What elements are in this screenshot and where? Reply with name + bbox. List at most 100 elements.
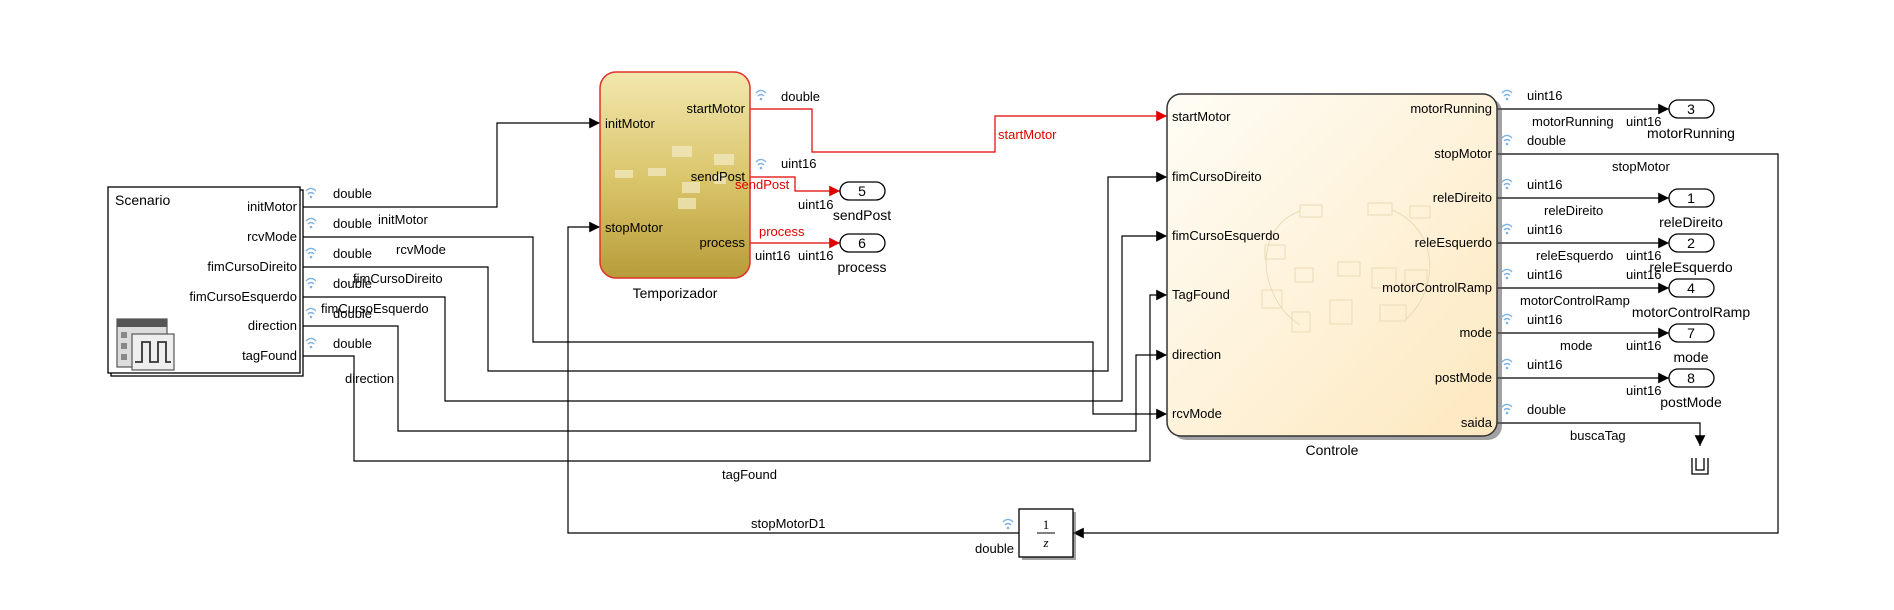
wire-stopmotor[interactable] [1073, 153, 1779, 539]
controle-port-tagfound: TagFound [1172, 287, 1230, 302]
outport-name: postMode [1660, 394, 1722, 410]
signal-label-rcvmode: rcvMode [396, 242, 446, 257]
controle-port-saida: saida [1461, 415, 1493, 430]
signal-label-motorcontrolramp: motorControlRamp [1520, 293, 1630, 308]
unit-delay-block[interactable]: 1 z [1018, 508, 1076, 560]
controle-port-mode: mode [1459, 325, 1492, 340]
wire-direction[interactable] [302, 325, 1167, 432]
outport-reledireito[interactable]: 1 [1668, 188, 1715, 208]
delay-denominator: z [1042, 535, 1048, 550]
temporizador-port-sendpost: sendPost [691, 169, 746, 184]
controle-port-fimcursoesquerdo: fimCursoEsquerdo [1172, 228, 1280, 243]
controle-block[interactable]: startMotor fimCursoDireito fimCursoEsque… [1166, 93, 1502, 440]
outport-number: 5 [858, 183, 866, 199]
temporizador-port-initmotor: initMotor [605, 116, 656, 131]
controle-output-labels: uint16 motorRunning uint16 double stopMo… [1501, 88, 1670, 443]
delay-numerator: 1 [1043, 517, 1050, 532]
type-label: uint16 [1527, 267, 1562, 282]
outport-name: mode [1673, 349, 1708, 365]
wires [302, 103, 1779, 539]
outport-name: sendPost [833, 207, 891, 223]
type-label: double [333, 186, 372, 201]
wire-sendpost[interactable] [750, 176, 840, 197]
outport-number: 7 [1687, 325, 1695, 341]
outport-postmode[interactable]: 8 [1668, 368, 1715, 388]
outport-number: 3 [1687, 101, 1695, 117]
type-label: uint16 [1527, 357, 1562, 372]
type-label: uint16 [798, 248, 833, 263]
type-label: uint16 [1626, 338, 1661, 353]
signal-label-tagfound: tagFound [722, 467, 777, 482]
outport-number: 8 [1687, 370, 1695, 386]
scenario-port-initmotor: initMotor [247, 199, 298, 214]
outport-number: 4 [1687, 280, 1695, 296]
scenario-port-rcvmode: rcvMode [247, 229, 297, 244]
controle-port-motorcontrolramp: motorControlRamp [1382, 280, 1492, 295]
type-label: uint16 [1626, 383, 1661, 398]
type-label: uint16 [1527, 88, 1562, 103]
wire-rcvmode[interactable] [302, 236, 1167, 420]
scenario-port-labels: initMotor rcvMode fimCursoDireito fimCur… [189, 199, 297, 363]
outport-name: process [837, 259, 886, 275]
temporizador-name: Temporizador [633, 285, 718, 301]
outport-releesquerdo[interactable]: 2 [1668, 233, 1715, 253]
signal-label-mode: mode [1560, 338, 1593, 353]
outport-mode[interactable]: 7 [1668, 323, 1715, 343]
outport-motorrunning[interactable]: 3 [1668, 99, 1715, 119]
signal-label-buscatag: buscaTag [1570, 428, 1626, 443]
type-label: double [333, 276, 372, 291]
controle-port-fimcursodireito: fimCursoDireito [1172, 169, 1262, 184]
type-label: uint16 [1527, 177, 1562, 192]
controle-port-direction: direction [1172, 347, 1221, 362]
signal-label-startmotor: startMotor [998, 127, 1057, 142]
scenario-port-fimcursoesquerdo: fimCursoEsquerdo [189, 289, 297, 304]
wire-initmotor[interactable] [302, 117, 600, 208]
wire-startmotor[interactable] [750, 108, 1167, 153]
type-label: uint16 [798, 197, 833, 212]
temporizador-port-process: process [699, 235, 745, 250]
type-label: double [333, 336, 372, 351]
outport-name: motorControlRamp [1632, 304, 1750, 320]
wire-saida[interactable] [1497, 422, 1706, 446]
temporizador-block[interactable]: initMotor stopMotor startMotor sendPost … [599, 71, 751, 279]
signal-label-reledireito: releDireito [1544, 203, 1603, 218]
controle-port-startmotor: startMotor [1172, 109, 1231, 124]
controle-port-rcvmode: rcvMode [1172, 406, 1222, 421]
scenario-port-tagfound: tagFound [242, 348, 297, 363]
type-label: double [1527, 133, 1566, 148]
outport-process[interactable]: 6 [839, 233, 886, 253]
signal-label-direction: direction [345, 371, 394, 386]
scenario-block[interactable]: Scenario initMotor rcvMode fimCursoDirei… [107, 186, 304, 377]
signal-label-fimcursodireito: fimCursoDireito [353, 271, 443, 286]
controle-port-postmode: postMode [1435, 370, 1492, 385]
type-label: uint16 [755, 248, 790, 263]
signal-label-releesquerdo: releEsquerdo [1536, 248, 1613, 263]
type-label: double [975, 541, 1014, 556]
outport-name: releDireito [1659, 214, 1723, 230]
type-label: double [1527, 402, 1566, 417]
type-label: uint16 [1527, 312, 1562, 327]
wire-tagfound[interactable] [302, 289, 1167, 462]
wire-fimcursoesquerdo[interactable] [302, 230, 1167, 402]
type-label: uint16 [1626, 267, 1661, 282]
type-label: double [333, 216, 372, 231]
chart-watermark [1261, 202, 1431, 333]
type-label: double [781, 89, 820, 104]
signal-label-stopmotord1: stopMotorD1 [751, 516, 825, 531]
temporizador-port-stopmotor: stopMotor [605, 220, 663, 235]
temporizador-port-startmotor: startMotor [686, 101, 745, 116]
type-label: double [333, 306, 372, 321]
scenario-port-fimcursodireito: fimCursoDireito [207, 259, 297, 274]
chart-watermark [615, 146, 734, 209]
terminator-block[interactable] [1691, 458, 1709, 475]
temporizador-output-labels: double uint16 sendPost process uint16 ui… [735, 89, 1057, 263]
outport-sendpost[interactable]: 5 [839, 181, 886, 201]
signal-label-motorrunning: motorRunning [1532, 114, 1614, 129]
signal-label-process: process [759, 224, 805, 239]
wire-stopmotord1[interactable] [567, 221, 1019, 534]
scenario-signal-names: initMotor rcvMode fimCursoDireito fimCur… [321, 212, 777, 482]
wire-fimcursodireito[interactable] [302, 171, 1167, 372]
outport-motorcontrolramp[interactable]: 4 [1668, 278, 1715, 298]
type-label: double [333, 246, 372, 261]
scenario-title: Scenario [115, 192, 170, 208]
